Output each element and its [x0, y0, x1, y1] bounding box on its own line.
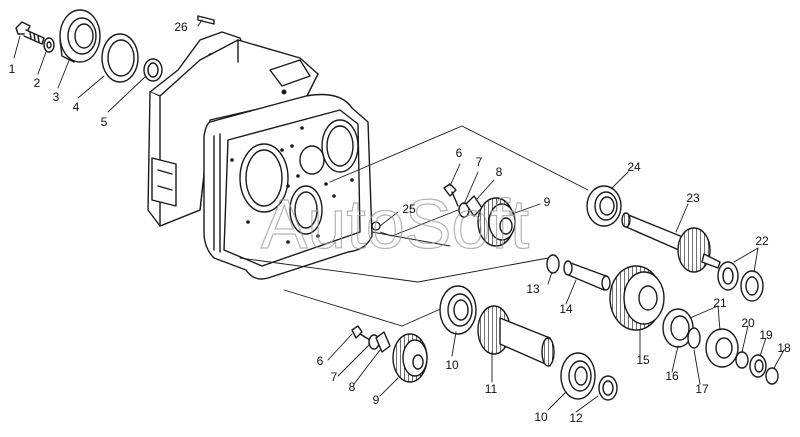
seal-ring-5	[143, 58, 163, 82]
bearings-22	[717, 261, 764, 302]
callout-8-upper: 8	[496, 165, 503, 179]
lock-plate-8-lower	[375, 331, 391, 353]
callout-17: 17	[695, 382, 709, 396]
callout-21: 21	[713, 296, 727, 310]
callout-6-lower: 6	[317, 354, 324, 368]
shaft-11	[477, 305, 555, 367]
ring-12	[598, 375, 618, 401]
callout-19: 19	[759, 328, 773, 342]
callout-7-lower: 7	[331, 370, 338, 384]
callout-26: 26	[174, 20, 188, 34]
callout-2: 2	[34, 76, 41, 90]
ring-13	[546, 254, 560, 274]
callout-3: 3	[53, 90, 60, 104]
washer-2	[43, 37, 55, 53]
gear-9-lower	[392, 333, 428, 383]
bearing-24	[586, 185, 622, 227]
callout-9-lower: 9	[373, 393, 380, 407]
callout-14: 14	[559, 302, 573, 316]
callout-9-upper: 9	[544, 195, 551, 209]
callout-22: 22	[755, 234, 769, 248]
pin-26	[197, 15, 215, 25]
callout-6-upper: 6	[456, 146, 463, 160]
callout-15: 15	[636, 353, 650, 367]
callout-1: 1	[9, 62, 16, 76]
gasket-4	[101, 33, 139, 83]
bolt-6-lower	[351, 325, 371, 341]
ring-18	[765, 367, 779, 385]
callout-16: 16	[665, 369, 679, 383]
leader-lines	[13, 19, 785, 413]
bearing-16-21	[662, 308, 739, 368]
cover-3	[59, 9, 101, 63]
gearbox-housing	[147, 31, 373, 280]
stud-25	[371, 221, 381, 231]
callout-5: 5	[101, 115, 108, 129]
callout-24: 24	[627, 160, 641, 174]
callout-13: 13	[526, 282, 540, 296]
callout-23: 23	[686, 191, 700, 205]
shaft-23	[621, 212, 721, 273]
gear-9-upper	[477, 197, 516, 247]
callout-7-upper: 7	[476, 155, 483, 169]
assembly-guide-lines	[239, 125, 589, 327]
callout-25: 25	[402, 202, 416, 216]
bearing-10-lower	[560, 352, 596, 400]
callout-10-upper: 10	[445, 358, 459, 372]
callout-12: 12	[569, 411, 583, 425]
bolt-1	[15, 21, 45, 45]
bearing-19	[749, 354, 767, 378]
spacer-20	[735, 351, 749, 369]
callout-8-lower: 8	[349, 380, 356, 394]
callout-11: 11	[485, 382, 498, 396]
callout-4: 4	[73, 100, 80, 114]
watermark-text: AutoSoft	[261, 185, 530, 263]
bolt-6-upper	[443, 183, 459, 207]
callout-20: 20	[741, 316, 755, 330]
gear-15	[609, 265, 665, 331]
callout-18: 18	[777, 341, 791, 355]
callout-10-lower: 10	[534, 410, 548, 424]
bearing-10-upper	[439, 285, 477, 335]
shaft-14	[563, 260, 611, 291]
callout-labels: 1 2 3 4 5 6 7 8 9 6 7 8 9 10 10 11 12 13…	[9, 20, 791, 425]
